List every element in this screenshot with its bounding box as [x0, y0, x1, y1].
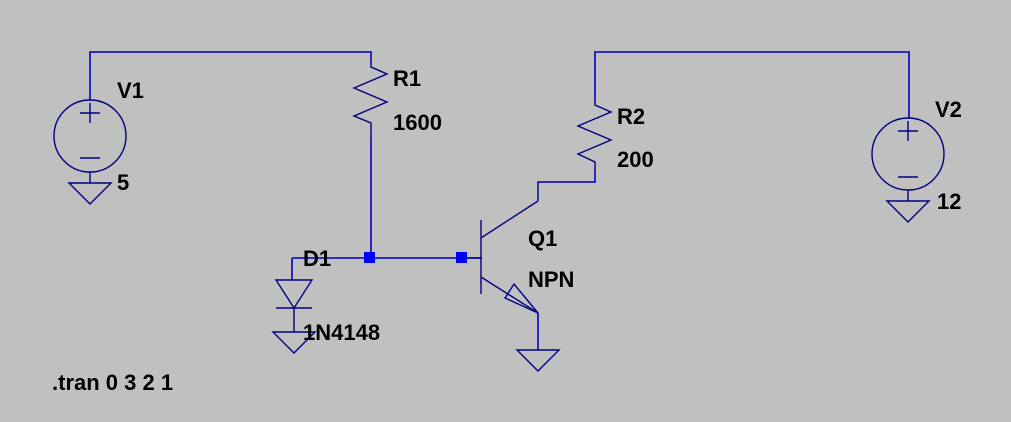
diode-d1[interactable]: D1 1N4148 [271, 246, 380, 354]
ground-icon [515, 349, 561, 372]
diode-icon [274, 279, 314, 310]
wire-v1-r1[interactable] [89, 51, 372, 100]
component-ref-q1: Q1 [528, 226, 557, 251]
component-value-r2: 200 [617, 147, 654, 172]
wires [89, 51, 910, 350]
transistor-q1[interactable]: Q1 NPN [467, 183, 574, 372]
voltage-source-v2[interactable]: V2 12 [871, 97, 962, 223]
npn-transistor-icon [467, 183, 539, 314]
resistor-r1[interactable]: R1 1600 [352, 62, 442, 137]
ground-icon [271, 331, 317, 354]
component-ref-v2: V2 [935, 97, 962, 122]
voltage-source-v1[interactable]: V1 5 [53, 78, 144, 205]
component-ref-r2: R2 [617, 104, 645, 129]
component-ref-v1: V1 [117, 78, 144, 103]
junction-dot[interactable] [456, 252, 467, 263]
component-value-q1: NPN [528, 267, 574, 292]
wire-collector-r2[interactable] [537, 172, 596, 183]
resistor-icon [352, 62, 389, 137]
resistor-r2[interactable]: R2 200 [576, 100, 654, 172]
component-value-r1: 1600 [393, 110, 442, 135]
spice-directive[interactable]: .tran 0 3 2 1 [52, 370, 173, 395]
component-value-d1: 1N4148 [303, 320, 380, 345]
component-ref-d1: D1 [303, 246, 331, 271]
component-value-v2: 12 [937, 189, 961, 214]
resistor-icon [576, 100, 613, 172]
ground-icon [67, 182, 113, 205]
wire-r2-v2[interactable] [594, 51, 910, 118]
component-ref-r1: R1 [393, 66, 421, 91]
ground-icon [885, 200, 931, 223]
component-value-v1: 5 [117, 170, 129, 195]
junction-dot[interactable] [364, 252, 375, 263]
